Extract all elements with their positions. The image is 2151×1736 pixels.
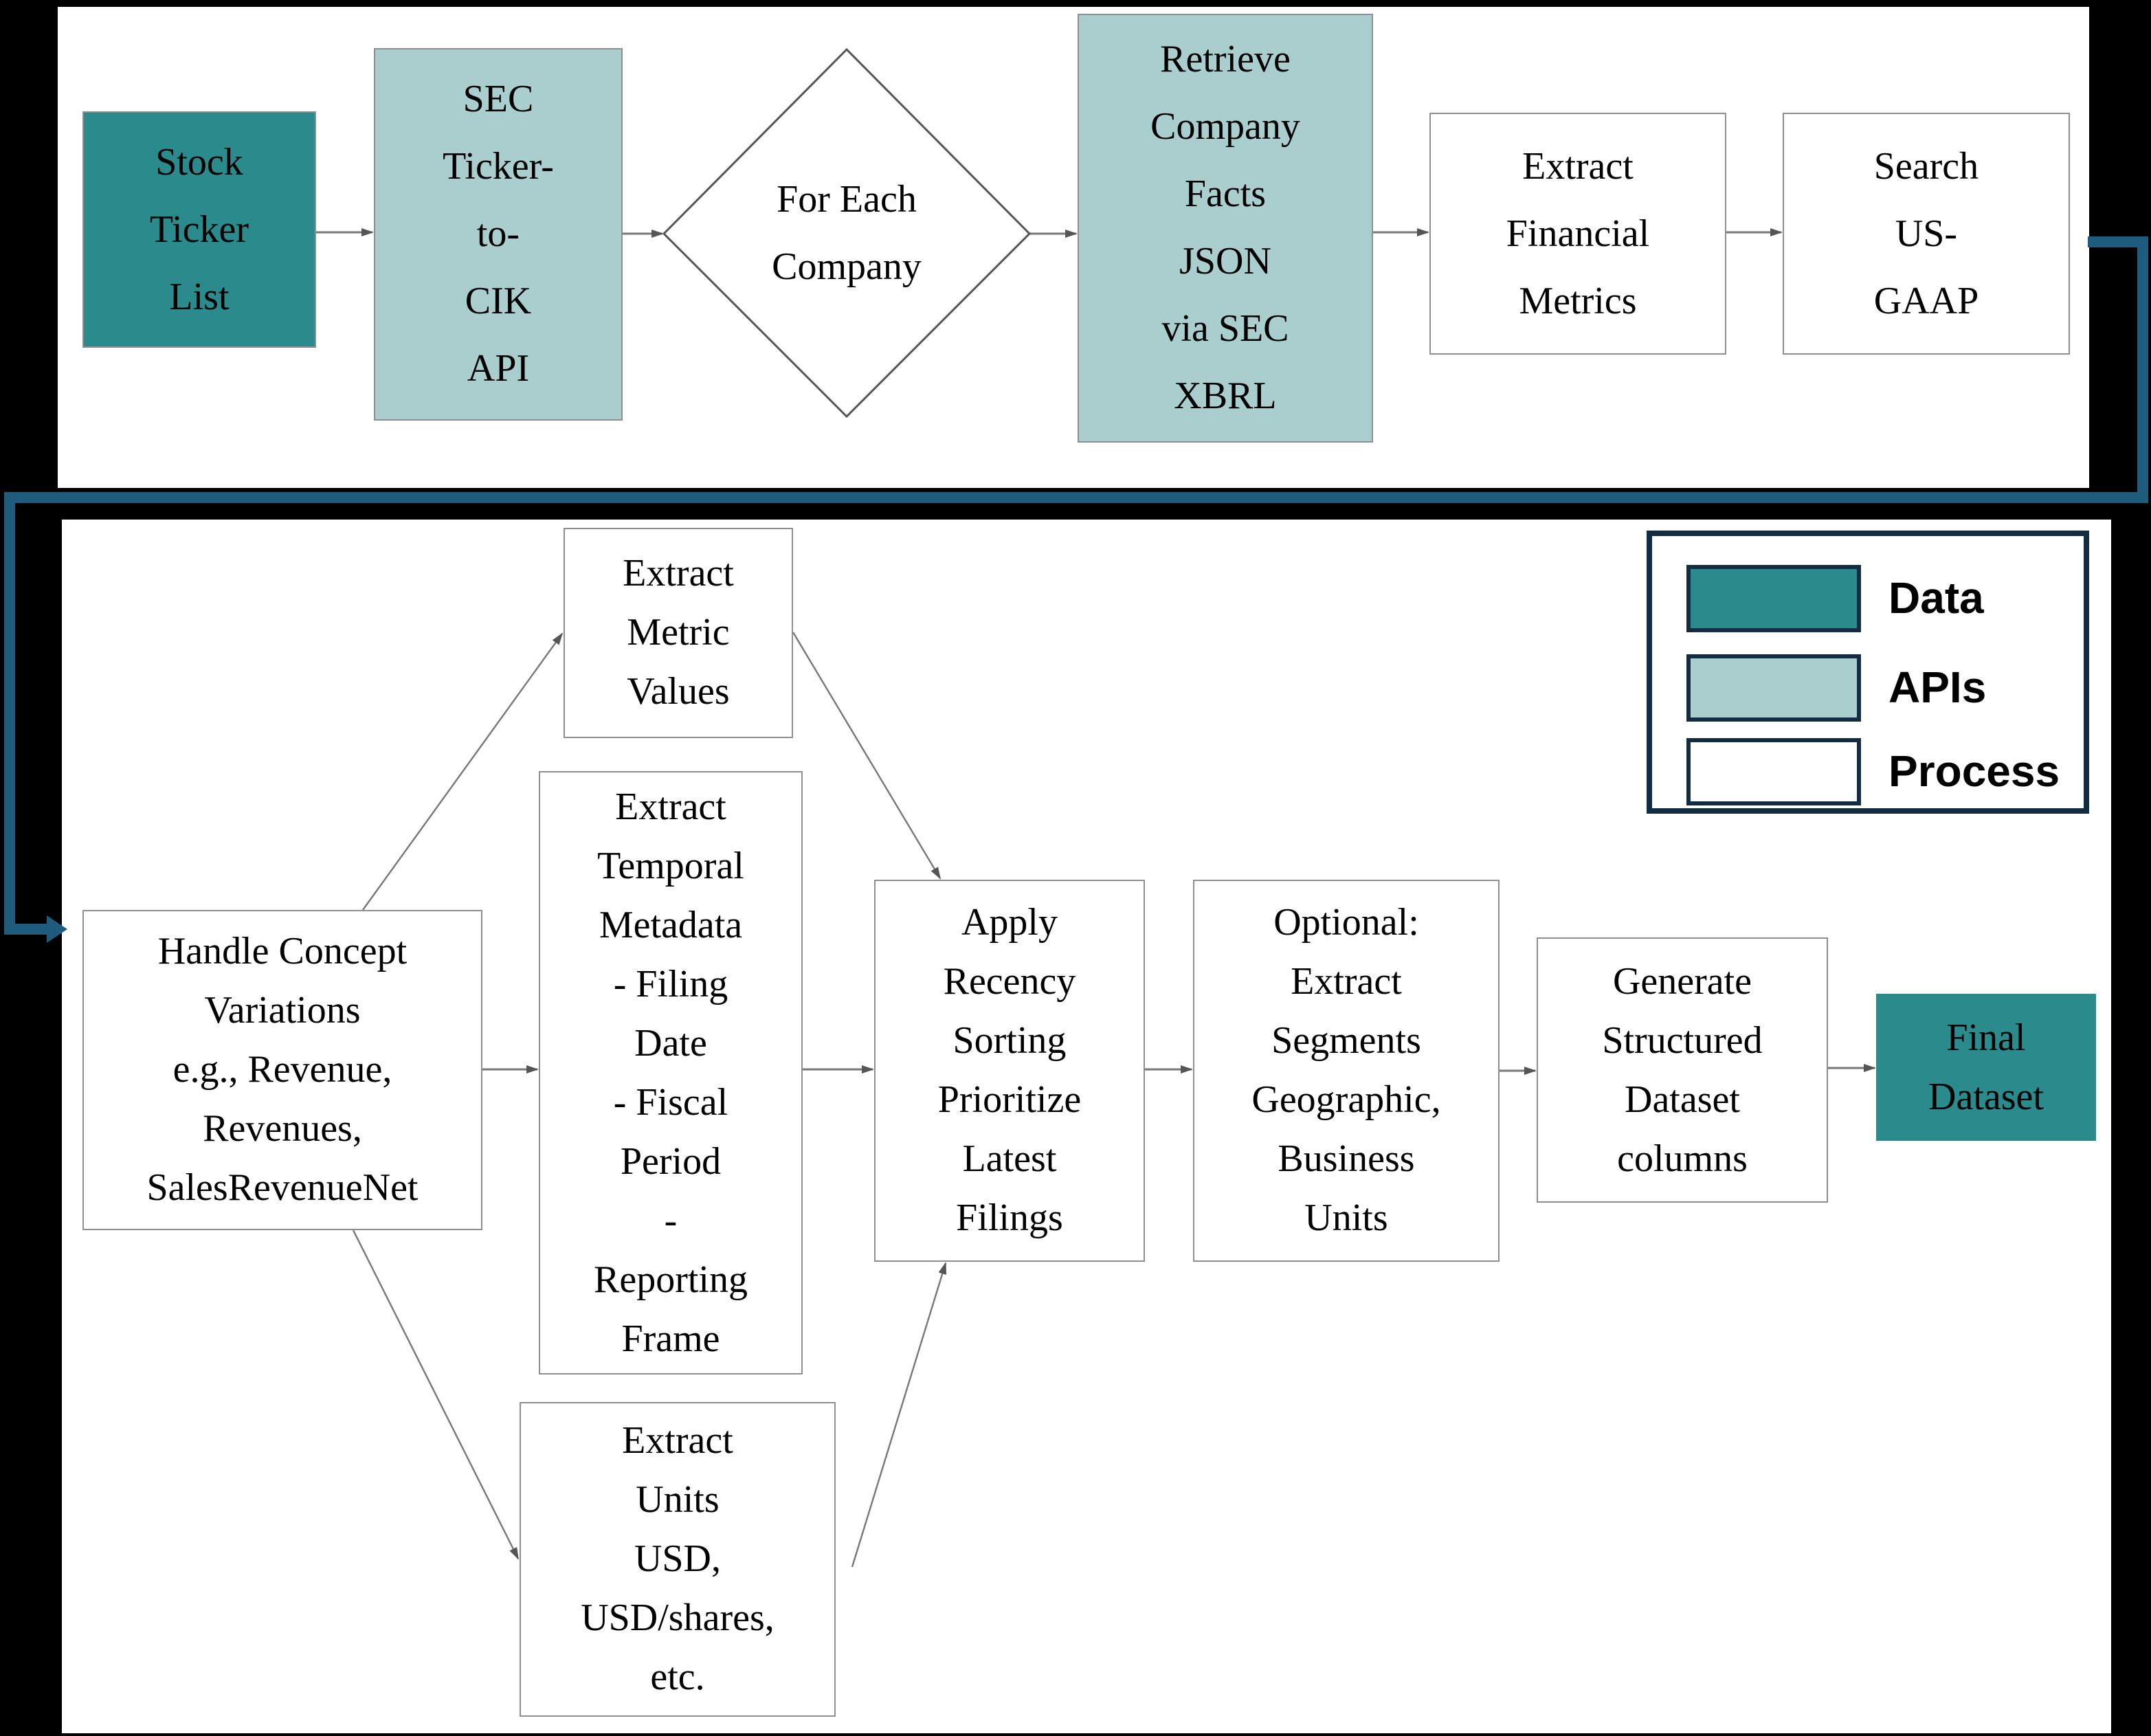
node-for-each-company: For Each Company — [664, 49, 1029, 416]
node-label: Search US- GAAP — [1873, 145, 1979, 322]
node-label: Generate Structured Dataset columns — [1602, 960, 1763, 1180]
connector-metric-values-to-apply — [792, 632, 941, 880]
node-label: Stock Ticker List — [149, 141, 249, 318]
legend: Data APIs Process — [1647, 531, 2089, 814]
blue-loop-connector — [4, 236, 2148, 935]
legend-label-apis: APIs — [1888, 663, 1987, 712]
node-label: Final Dataset — [1928, 1016, 2044, 1118]
legend-label-data: Data — [1888, 573, 1984, 623]
legend-label-process: Process — [1888, 746, 2060, 796]
legend-swatch-process — [1686, 738, 1861, 805]
node-optional-extract-segments: Optional: Extract Segments Geographic, B… — [1193, 880, 1500, 1262]
node-handle-concept-variations: Handle Concept Variations e.g., Revenue,… — [82, 910, 482, 1230]
node-label: SEC Ticker- to- CIK API — [443, 78, 554, 390]
node-final-dataset: Final Dataset — [1876, 994, 2096, 1141]
node-stock-ticker-list: Stock Ticker List — [82, 111, 316, 348]
legend-swatch-apis — [1686, 654, 1861, 722]
node-extract-temporal-metadata: Extract Temporal Metadata - Filing Date … — [539, 771, 803, 1375]
connector-handle-to-metric-values — [362, 632, 564, 911]
connector-units-to-apply — [851, 1262, 947, 1568]
node-retrieve-company-facts: Retrieve Company Facts JSON via SEC XBRL — [1078, 14, 1373, 443]
node-label: Retrieve Company Facts JSON via SEC XBRL — [1150, 38, 1300, 418]
node-extract-metric-values: Extract Metric Values — [564, 528, 793, 738]
node-extract-financial-metrics: Extract Financial Metrics — [1429, 113, 1726, 355]
node-label: Handle Concept Variations e.g., Revenue,… — [146, 931, 419, 1210]
node-label: Extract Temporal Metadata - Filing Date … — [594, 786, 748, 1360]
node-sec-ticker-to-cik-api: SEC Ticker- to- CIK API — [374, 48, 623, 421]
node-search-us-gaap: Search US- GAAP — [1783, 113, 2070, 355]
node-apply-recency-sorting: Apply Recency Sorting Prioritize Latest … — [874, 880, 1145, 1262]
node-extract-units: Extract Units USD, USD/shares, etc. — [520, 1402, 836, 1717]
connector-handle-to-units — [352, 1229, 520, 1560]
node-label: Extract Metric Values — [623, 553, 734, 713]
legend-swatch-data — [1686, 565, 1861, 632]
node-label: For Each Company — [772, 178, 922, 288]
node-label: Apply Recency Sorting Prioritize Latest … — [937, 902, 1082, 1240]
node-label: Optional: Extract Segments Geographic, B… — [1251, 902, 1441, 1240]
blue-arrowhead-icon — [47, 915, 67, 943]
diamond-shape — [662, 47, 1032, 419]
node-label: Extract Units USD, USD/shares, etc. — [581, 1420, 774, 1699]
node-generate-structured-dataset: Generate Structured Dataset columns — [1537, 937, 1828, 1203]
node-label: Extract Financial Metrics — [1506, 145, 1650, 322]
